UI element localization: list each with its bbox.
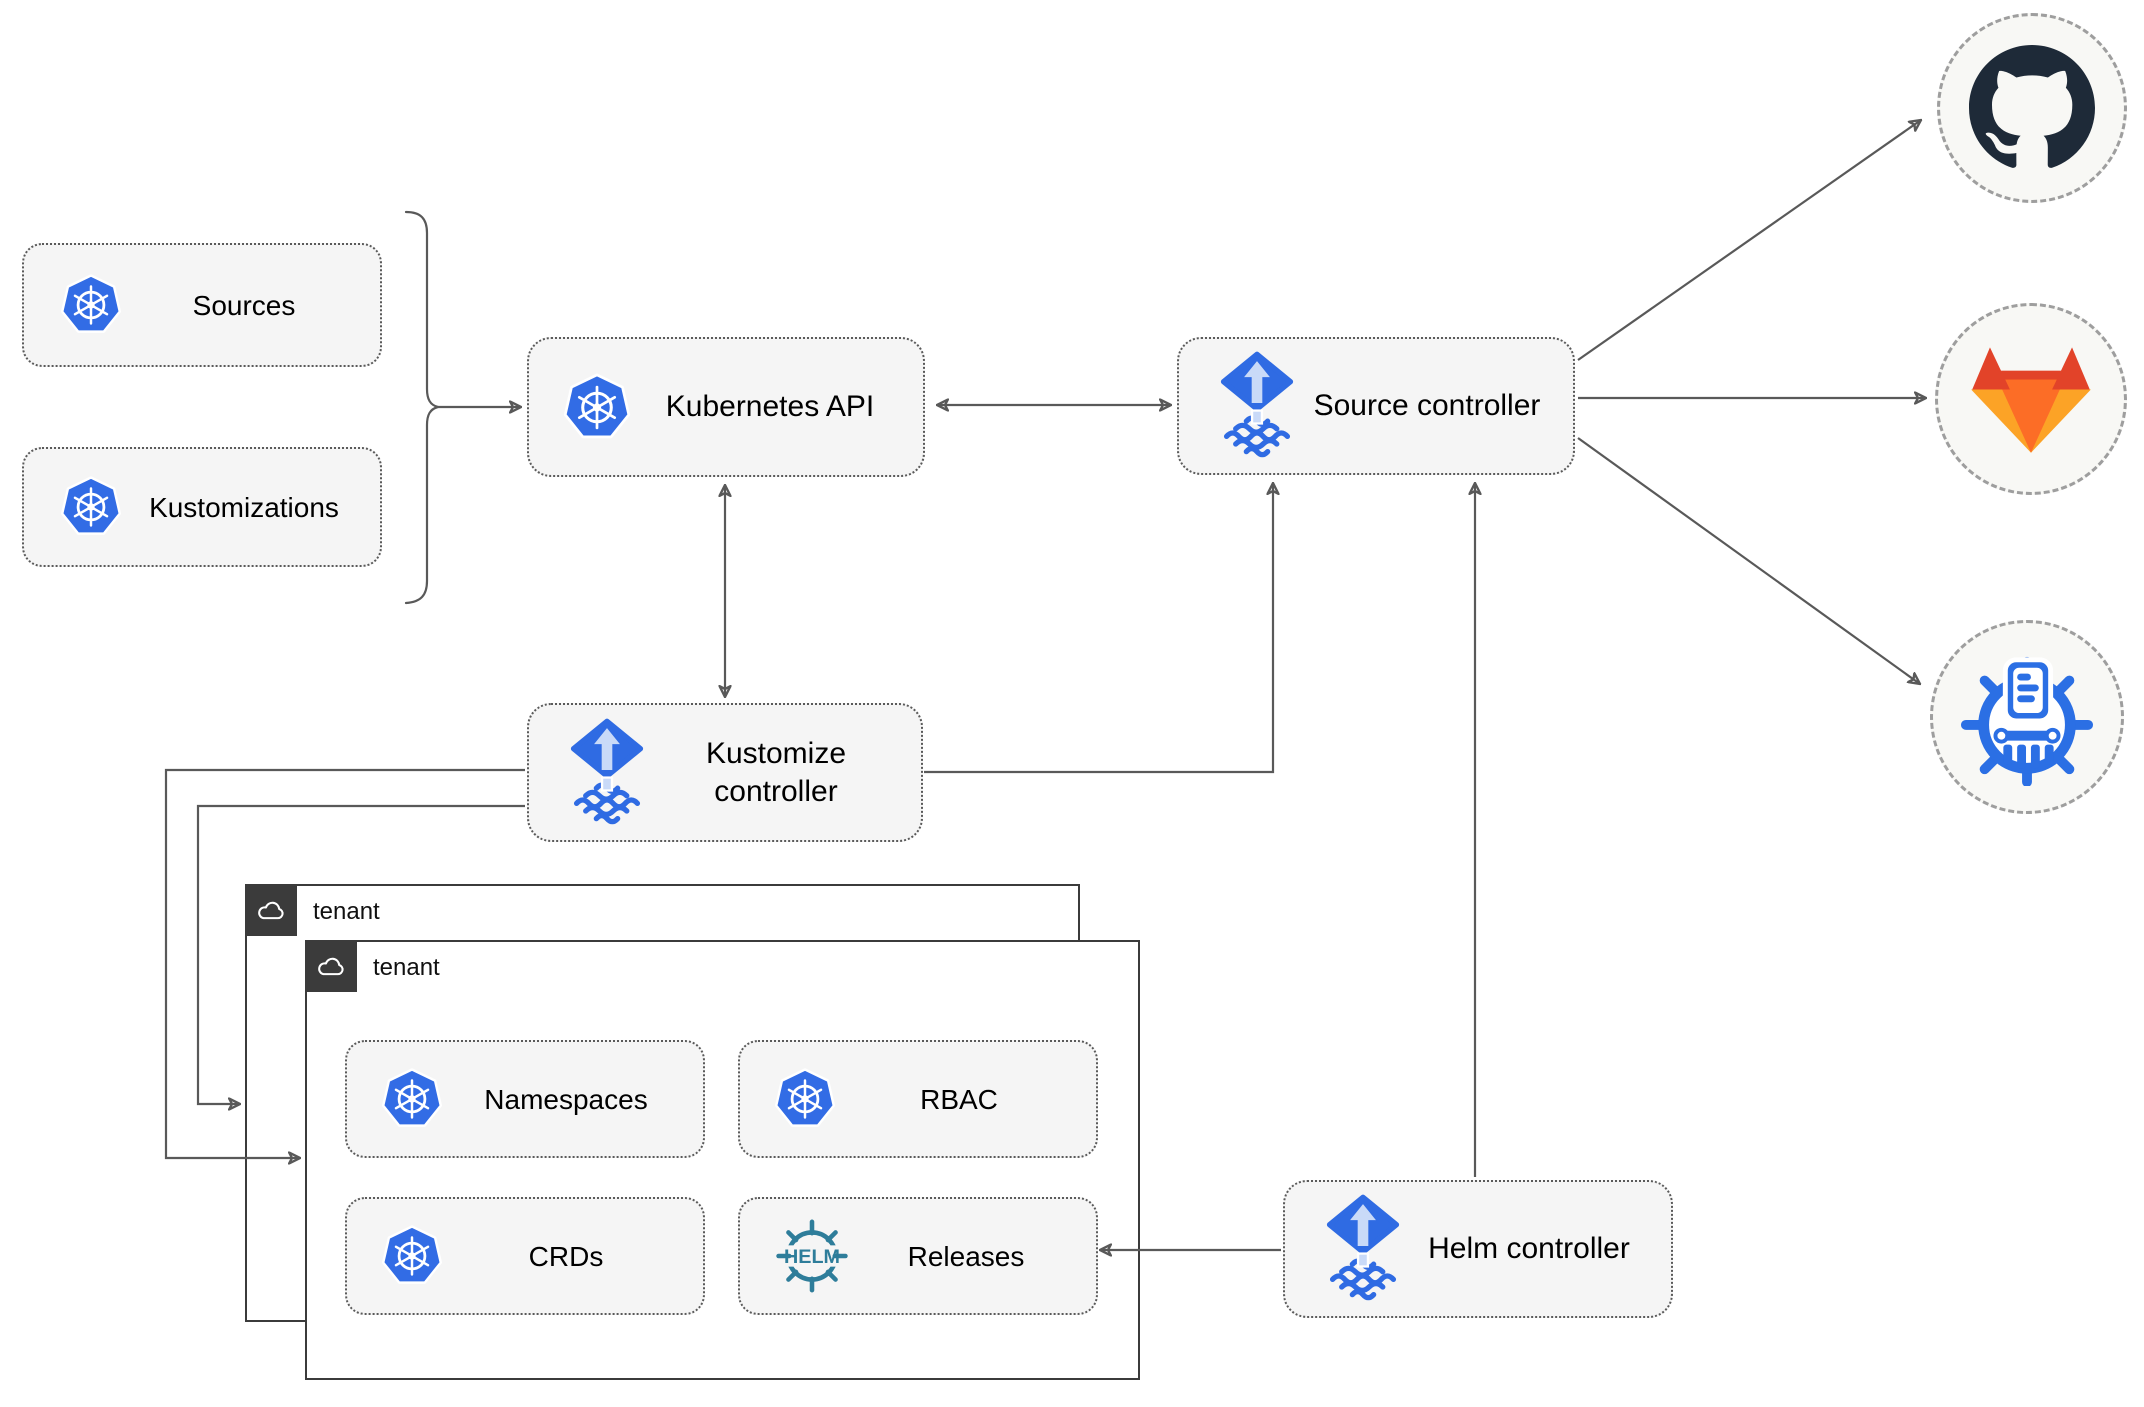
- crds-node: CRDs: [345, 1197, 705, 1315]
- kubernetes-icon: [60, 475, 122, 539]
- edge-source-controller-to-chartmuseum: [1577, 437, 1920, 684]
- node-label: RBAC: [920, 1083, 998, 1115]
- sources-node: Sources: [22, 243, 382, 367]
- source-controller-node: Source controller: [1177, 337, 1575, 475]
- node-label: Namespaces: [484, 1083, 648, 1115]
- kubernetes-api-node: Kubernetes API: [527, 337, 925, 477]
- rbac-node: RBAC: [738, 1040, 1098, 1158]
- node-label: Helm controller: [1428, 1232, 1630, 1266]
- kubernetes-icon: [60, 273, 122, 337]
- node-label: Kustomizations: [149, 491, 339, 523]
- node-label: Kubernetes API: [665, 390, 875, 424]
- flux-icon: [1219, 351, 1295, 461]
- namespaces-node: Namespaces: [345, 1040, 705, 1158]
- cloud-icon: [254, 897, 288, 924]
- gitlab-icon: [1970, 344, 2092, 455]
- tenant-label: tenant: [313, 898, 380, 925]
- tenant-label: tenant: [373, 954, 440, 981]
- kubernetes-icon: [381, 1224, 443, 1288]
- node-label: Kustomize controller: [705, 737, 847, 808]
- node-label: CRDs: [528, 1240, 604, 1272]
- kustomize-controller-node: Kustomize controller: [527, 703, 923, 842]
- tenant-badge: [305, 940, 357, 992]
- cloud-icon: [314, 953, 348, 980]
- kustomizations-node: Kustomizations: [22, 447, 382, 567]
- flux-icon: [569, 718, 645, 828]
- node-label: Releases: [907, 1240, 1025, 1272]
- tenant-badge: [245, 884, 297, 936]
- edge-source-controller-to-github: [1577, 120, 1921, 361]
- github-external: [1937, 13, 2127, 203]
- node-label: Source controller: [1313, 389, 1541, 423]
- helm-icon: HELM: [774, 1218, 850, 1294]
- gitlab-external: [1935, 303, 2127, 495]
- flux-icon: [1325, 1194, 1401, 1304]
- chartmuseum-icon: [1958, 648, 2096, 786]
- brace-sources-kustomizations: [404, 210, 439, 605]
- node-label: Sources: [192, 289, 296, 321]
- edge-kustomize-controller-to-source-controller: [924, 483, 1273, 774]
- kubernetes-icon: [774, 1067, 836, 1131]
- github-icon: [1969, 45, 2095, 171]
- kubernetes-icon: [563, 372, 631, 443]
- helm-controller-node: Helm controller: [1283, 1180, 1673, 1318]
- chartmuseum-external: [1930, 620, 2124, 814]
- releases-node: HELM Releases: [738, 1197, 1098, 1315]
- svg-text:HELM: HELM: [784, 1246, 840, 1268]
- kubernetes-icon: [381, 1067, 443, 1131]
